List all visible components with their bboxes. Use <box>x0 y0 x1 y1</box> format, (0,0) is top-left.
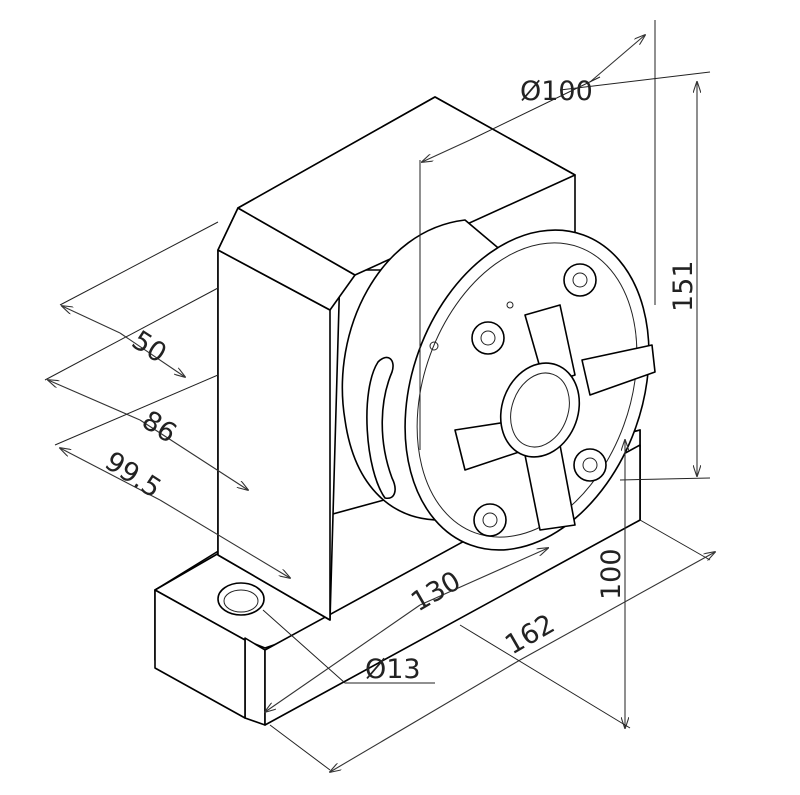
chuck-screws <box>471 263 607 537</box>
dim-162: 162 <box>500 608 560 661</box>
chuck-bore <box>499 362 581 458</box>
dim-151: 151 <box>668 260 699 312</box>
dim-100: 100 <box>596 548 627 600</box>
mounting-hole <box>217 582 265 616</box>
upright-block <box>217 96 576 621</box>
dimension-lines <box>44 20 715 772</box>
dim-dia-100: Ø100 <box>520 76 593 107</box>
dim-dia-13: Ø13 <box>365 654 421 685</box>
dim-99-5: 99.5 <box>99 446 166 505</box>
